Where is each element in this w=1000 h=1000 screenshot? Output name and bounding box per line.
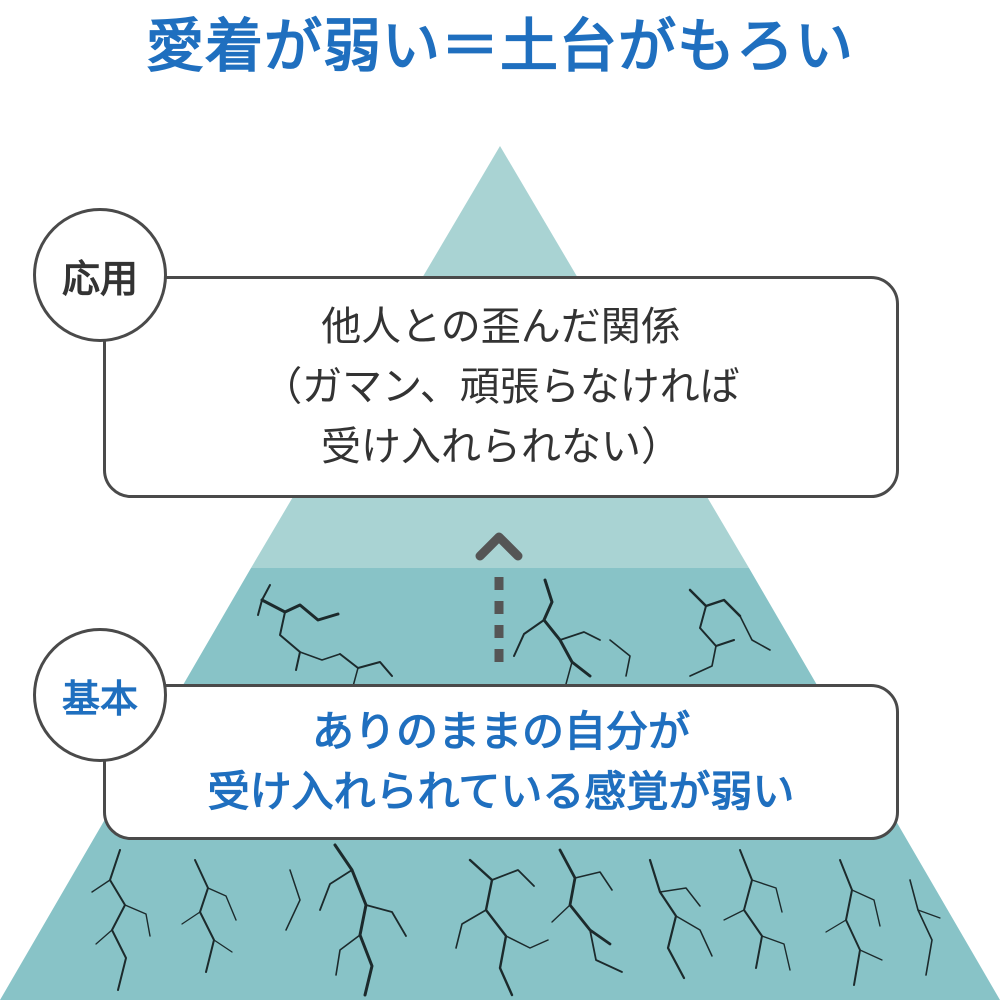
base-level-box: ありのままの自分が 受け入れられている感覚が弱い: [103, 684, 899, 840]
base-level-badge: 基本: [33, 628, 167, 762]
upper-level-line: 受け入れられない）: [321, 424, 681, 470]
dotted-up-arrow-icon: [475, 532, 523, 662]
upper-level-line: 他人との歪んだ関係: [321, 304, 681, 350]
upper-level-badge: 応用: [33, 208, 167, 342]
page-title: 愛着が弱い＝土台がもろい: [145, 12, 854, 80]
upper-level-box: 他人との歪んだ関係 （ガマン、頑張らなければ 受け入れられない）: [103, 276, 899, 498]
crack-texture-icon: [91, 578, 941, 997]
base-level-line: ありのままの自分が: [311, 707, 690, 756]
base-level-line: 受け入れられている感覚が弱い: [207, 767, 795, 816]
upper-level-line: （ガマン、頑張らなければ: [262, 364, 740, 410]
